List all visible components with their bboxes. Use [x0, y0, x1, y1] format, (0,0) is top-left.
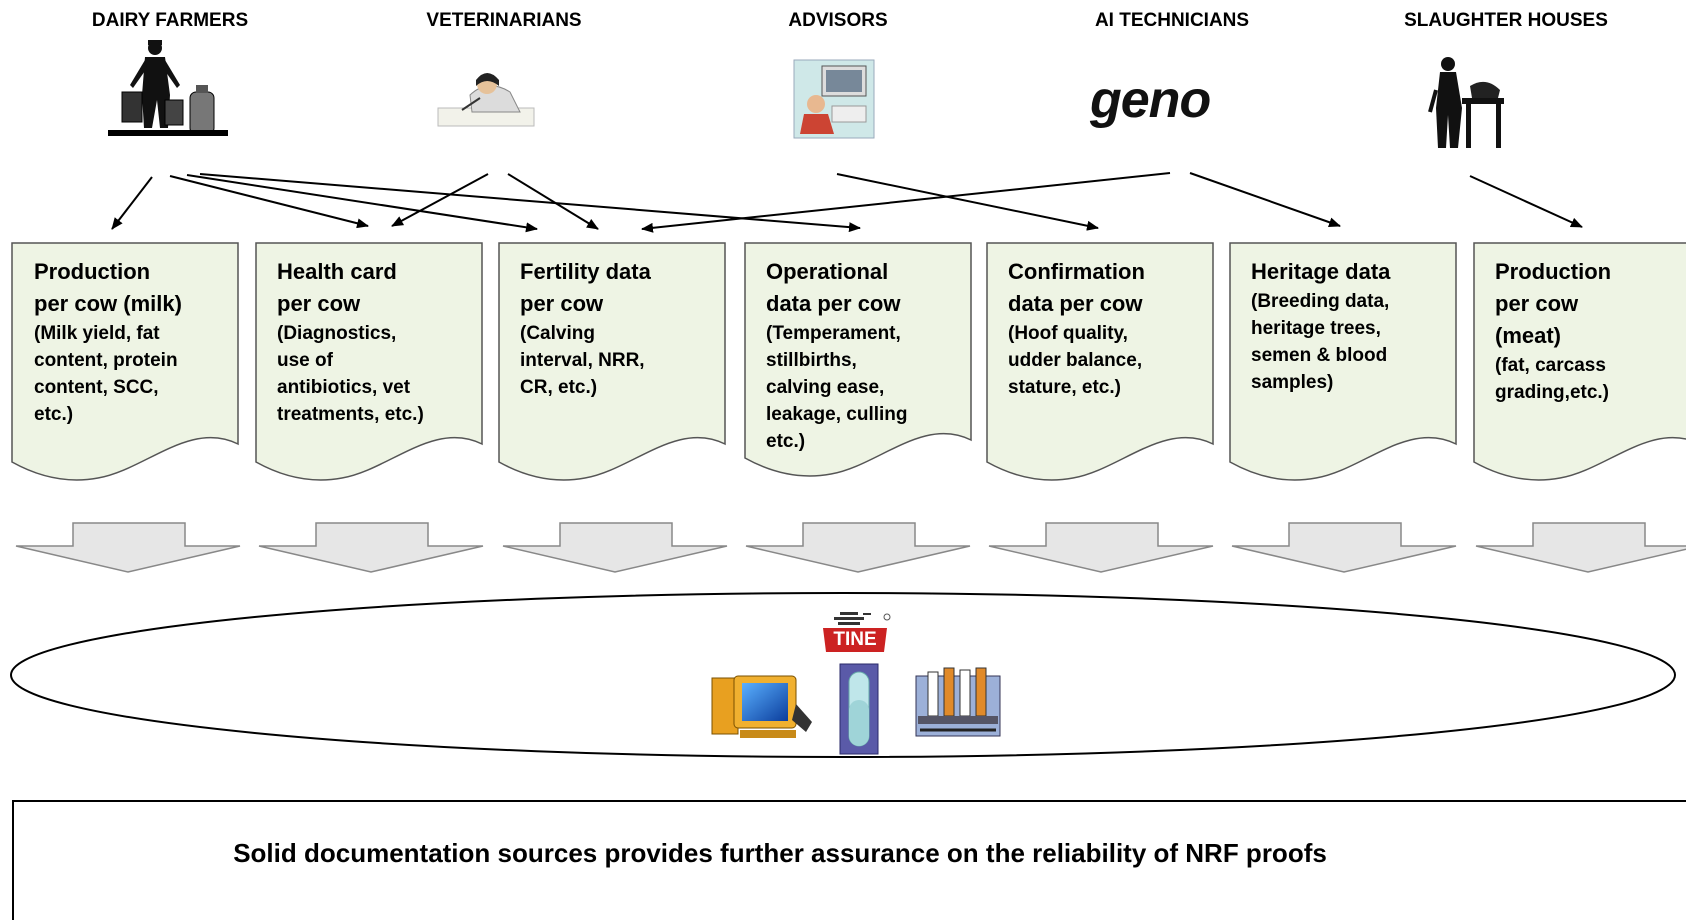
doc-title: Confirmation data per cow	[1008, 259, 1145, 316]
down-arrows	[15, 522, 1686, 573]
doc-title: Heritage data	[1251, 259, 1391, 284]
doc-detail: (fat, carcass grading,etc.)	[1495, 355, 1610, 403]
doc-heritage: Heritage data (Breeding data, heritage t…	[1251, 256, 1451, 396]
arrow-farmer-to-operational	[199, 173, 861, 233]
doc-shape-health	[255, 242, 483, 481]
arrow-ai-to-fertility	[641, 172, 1171, 233]
doc-shape-fertility	[498, 242, 726, 481]
test-tube-icon	[839, 663, 879, 755]
arrow-ai-to-heritage	[1189, 172, 1341, 228]
down-arrow-1	[15, 522, 241, 573]
doc-operational: Operational data per cow (Temperament, s…	[766, 256, 971, 455]
down-arrow-4	[745, 522, 971, 573]
geno-logo: geno	[1090, 71, 1211, 129]
doc-detail: (Milk yield, fat content, protein conten…	[34, 323, 178, 425]
doc-production-milk: Production per cow (milk) (Milk yield, f…	[34, 256, 234, 428]
lab-rack-icon	[915, 667, 1001, 737]
doc-shape-production-meat	[1473, 242, 1686, 481]
connector-arrows	[111, 172, 1583, 233]
dairy-farmer-icon	[108, 40, 228, 136]
arrow-vet-to-health	[391, 173, 489, 227]
arrow-farmer-to-fertility	[186, 174, 538, 233]
arrow-farmer-to-health	[169, 175, 369, 229]
doc-health-card: Health card per cow (Diagnostics, use of…	[277, 256, 482, 428]
conclusion-text: Solid documentation sources provides fur…	[233, 838, 1327, 868]
source-label-dairy-farmers: DAIRY FARMERS	[91, 10, 249, 31]
doc-title: Fertility data per cow	[520, 259, 651, 316]
doc-title: Production per cow (milk)	[34, 259, 182, 316]
slaughter-house-icon	[1428, 57, 1504, 148]
doc-shape-operational	[744, 242, 972, 477]
doc-detail: (Temperament, stillbirths, calving ease,…	[766, 323, 908, 452]
arrow-vet-to-fertility	[507, 173, 599, 230]
down-arrow-2	[258, 522, 484, 573]
diagram-canvas	[10, 40, 1686, 758]
down-arrow-6	[1231, 522, 1457, 573]
arrow-advisor-to-confirmation	[836, 173, 1099, 231]
doc-production-meat: Production per cow (meat) (fat, carcass …	[1495, 256, 1685, 406]
doc-shape-production-milk	[11, 242, 239, 481]
veterinarian-icon	[437, 73, 535, 127]
doc-detail: (Calving interval, NRR, CR, etc.)	[520, 323, 645, 398]
tine-logo-mark	[823, 612, 891, 652]
doc-title: Health card per cow	[277, 259, 397, 316]
arrow-slaughter-to-production-meat	[1469, 175, 1583, 228]
conclusion-box	[12, 800, 1686, 920]
down-arrow-5	[988, 522, 1214, 573]
doc-fertility: Fertility data per cow (Calving interval…	[520, 256, 720, 401]
down-arrow-7	[1475, 522, 1686, 573]
doc-detail: (Hoof quality, udder balance, stature, e…	[1008, 323, 1143, 398]
advisor-icon	[793, 59, 875, 139]
tine-logo-text: TINE	[833, 629, 877, 650]
doc-detail: (Breeding data, heritage trees, semen & …	[1251, 291, 1390, 393]
doc-shape-heritage	[1229, 242, 1457, 481]
doc-confirmation: Confirmation data per cow (Hoof quality,…	[1008, 256, 1208, 401]
source-label-advisors: ADVISORS	[788, 10, 888, 31]
doc-title: Production per cow (meat)	[1495, 259, 1612, 348]
source-label-ai-technicians: AI TECHNICIANS	[1094, 10, 1250, 31]
source-label-slaughter-houses: SLAUGHTER HOUSES	[1404, 10, 1608, 31]
document-shapes	[11, 242, 1686, 481]
doc-shape-confirmation	[986, 242, 1214, 481]
arrow-farmer-to-production	[111, 176, 153, 230]
source-label-veterinarians: VETERINARIANS	[426, 10, 582, 31]
doc-detail: (Diagnostics, use of antibiotics, vet tr…	[277, 323, 424, 425]
down-arrow-3	[502, 522, 728, 573]
computer-icon	[711, 675, 812, 738]
doc-title: Operational data per cow	[766, 259, 901, 316]
